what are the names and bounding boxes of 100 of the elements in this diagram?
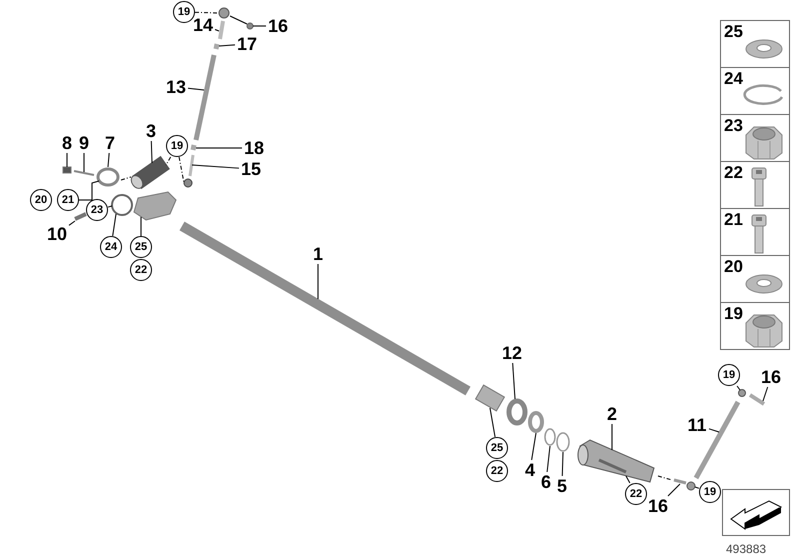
clip <box>214 44 220 50</box>
part-box <box>720 20 790 68</box>
callout-number: 22 <box>625 483 647 505</box>
leader-line <box>178 156 184 184</box>
callout-number: 25 <box>724 22 743 42</box>
rod-end <box>188 154 194 176</box>
leader-line <box>531 432 536 460</box>
leader-line <box>140 216 142 236</box>
leader-line <box>218 44 236 46</box>
leader-line <box>626 476 630 484</box>
pin <box>74 170 94 176</box>
leader-line <box>120 176 132 180</box>
leader-line <box>668 484 680 496</box>
rod-end <box>218 20 225 40</box>
callout-number: 3 <box>144 121 158 141</box>
callout-number: 19 <box>173 1 195 23</box>
callout-number: 25 <box>130 236 152 258</box>
ball-joint <box>218 8 230 18</box>
part-box <box>720 67 790 115</box>
part-box <box>720 302 790 350</box>
callout-number: 2 <box>606 404 618 424</box>
callout-number: 15 <box>239 159 263 179</box>
callout-number: 6 <box>540 472 552 492</box>
callout-number: 23 <box>86 199 108 221</box>
leader-line <box>490 408 496 438</box>
leader-line <box>708 428 720 432</box>
ball-joint <box>184 178 192 188</box>
callout-number: 4 <box>524 460 536 480</box>
callout-number: 7 <box>104 133 116 153</box>
clamp-ring <box>506 398 528 426</box>
callout-number: 16 <box>646 496 670 516</box>
callout-number: 20 <box>30 189 52 211</box>
leader-line <box>194 12 220 14</box>
ball-joint <box>738 389 746 397</box>
clip <box>190 144 196 150</box>
callout-number: 20 <box>724 257 743 277</box>
callout-number: 25 <box>486 437 508 459</box>
linkage-rod <box>194 54 216 141</box>
callout-number: 21 <box>724 210 743 230</box>
callout-number: 23 <box>724 116 743 136</box>
leader-line <box>546 446 550 472</box>
leader-line <box>562 452 564 476</box>
callout-number: 16 <box>266 16 290 36</box>
stud <box>748 393 766 406</box>
callout-number: 21 <box>57 189 79 211</box>
callout-number: 19 <box>699 481 721 503</box>
callout-number: 8 <box>60 133 74 153</box>
callout-number: 22 <box>724 163 743 183</box>
stud <box>74 212 87 221</box>
leader-line <box>78 180 100 200</box>
orientation-box <box>722 489 790 536</box>
clamp-ring <box>96 168 120 186</box>
leader-line <box>166 156 172 166</box>
rod-sleeve <box>474 384 506 412</box>
screw <box>62 166 72 174</box>
diagram-number: 493883 <box>726 541 766 558</box>
callout-number: 22 <box>486 460 508 482</box>
spacer-ring <box>528 411 544 433</box>
leader-line <box>192 164 240 169</box>
callout-number: 1 <box>312 244 324 264</box>
leader-line <box>108 152 110 168</box>
ball-joint <box>686 482 696 490</box>
callout-number: 22 <box>130 259 152 281</box>
callout-number: 5 <box>556 476 568 496</box>
leader-line <box>150 140 152 164</box>
callout-number: 16 <box>759 367 783 387</box>
part-box <box>720 161 790 209</box>
callout-number: 18 <box>242 138 266 158</box>
nut <box>246 22 254 30</box>
leader-line <box>658 476 672 480</box>
rod-clamp <box>133 191 177 221</box>
leader-line <box>762 386 768 402</box>
callout-number: 17 <box>235 34 259 54</box>
sealing-ring <box>544 428 556 446</box>
callout-number: 24 <box>100 236 122 258</box>
rubber-bushing <box>130 156 170 190</box>
callout-number: 19 <box>718 364 740 386</box>
part-box <box>720 114 790 162</box>
leader-line <box>188 88 204 90</box>
leader-line <box>66 152 68 168</box>
callout-number: 19 <box>724 304 743 324</box>
leader-line <box>108 206 112 208</box>
leader-line <box>68 220 76 226</box>
leader-line <box>736 386 740 390</box>
callout-number: 10 <box>45 224 69 244</box>
callout-number: 24 <box>724 69 743 89</box>
sealing-ring <box>556 432 570 452</box>
leader-line <box>214 29 220 32</box>
stud <box>674 478 686 484</box>
part-box <box>720 208 790 256</box>
leader-line <box>512 362 516 400</box>
circlip <box>111 194 133 216</box>
callout-number: 13 <box>164 77 188 97</box>
callout-number: 11 <box>685 415 709 435</box>
sleeve-tube <box>578 439 655 483</box>
callout-number: 19 <box>166 135 188 157</box>
callout-number: 12 <box>500 343 524 363</box>
part-box <box>720 255 790 303</box>
steering-rod <box>180 222 470 396</box>
leader-line <box>230 16 248 24</box>
